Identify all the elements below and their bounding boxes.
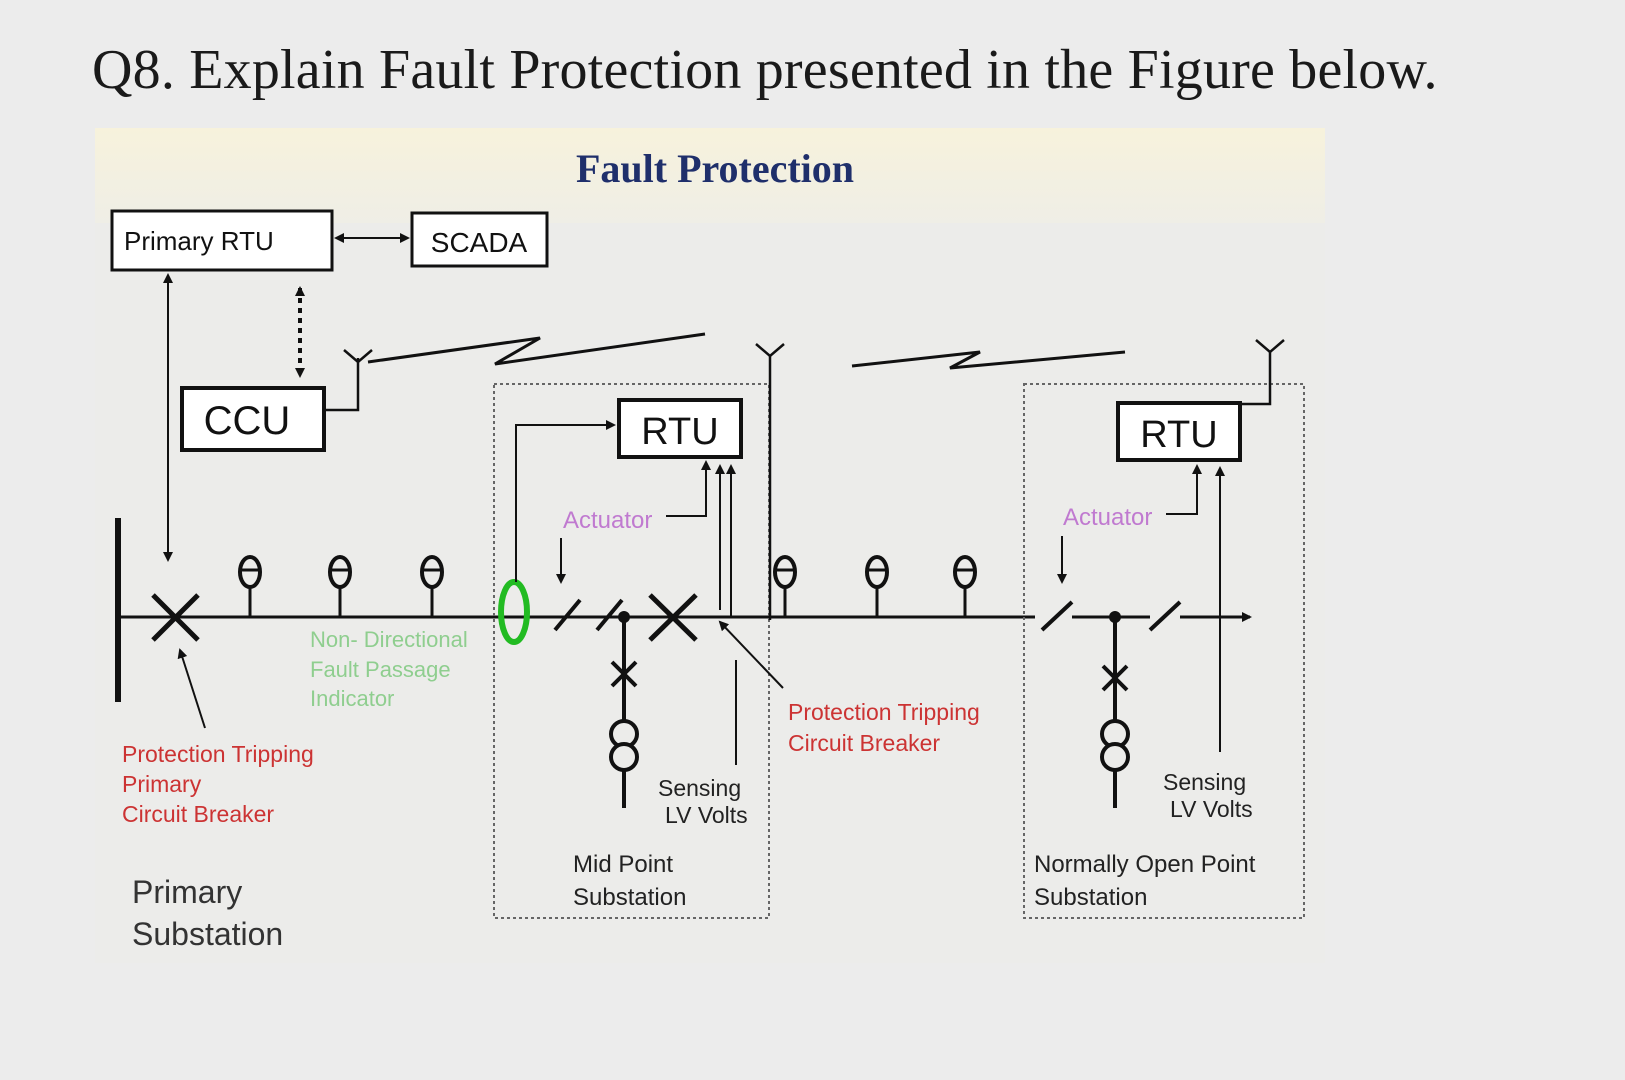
primary-substation-label: Primary Substation (132, 874, 283, 952)
svg-text:Fault Passage: Fault Passage (310, 657, 451, 682)
scada-label: SCADA (431, 227, 528, 258)
nop-rtu-antenna (1240, 339, 1285, 406)
mid-breaker-pointer (718, 620, 784, 689)
radio-link-left (367, 332, 706, 366)
mid-transformer (609, 617, 639, 808)
mid-rtu-label: RTU (641, 411, 718, 453)
svg-text:Sensing: Sensing (658, 775, 741, 801)
mid-circuit-breaker (648, 593, 698, 642)
primary-breaker-label: Protection Tripping Primary Circuit Brea… (122, 741, 314, 827)
nop-sensing-label: Sensing LV Volts (1163, 769, 1253, 822)
primary-breaker-pointer (177, 648, 206, 729)
radio-link-right (851, 350, 1126, 370)
nop-rtu-label: RTU (1140, 414, 1217, 456)
ptcb-label: Protection Tripping Circuit Breaker (788, 699, 980, 756)
scada-box: SCADA (410, 211, 549, 268)
svg-text:Circuit Breaker: Circuit Breaker (122, 801, 274, 827)
mid-substation-label: Mid Point Substation (573, 851, 686, 911)
load-symbols-left (238, 555, 444, 617)
svg-text:Mid Point: Mid Point (573, 851, 673, 878)
svg-text:Protection Tripping: Protection Tripping (788, 699, 980, 725)
primary-rtu-label: Primary RTU (124, 226, 274, 256)
nop-switch-left (1040, 600, 1074, 632)
fault-passage-indicator-ring (498, 579, 530, 645)
svg-text:LV Volts: LV Volts (1170, 796, 1253, 822)
svg-text:Primary: Primary (132, 874, 242, 910)
mid-sensing-label: Sensing LV Volts (658, 775, 748, 828)
svg-text:Circuit Breaker: Circuit Breaker (788, 730, 940, 756)
svg-text:Substation: Substation (132, 916, 283, 952)
mid-actuator-link (666, 460, 711, 517)
ccu-label: CCU (204, 399, 291, 443)
svg-text:LV Volts: LV Volts (665, 802, 748, 828)
mid-point-substation-boundary (493, 383, 770, 919)
nop-actuator-link (1166, 464, 1202, 515)
question-text: Q8. Explain Fault Protection presented i… (92, 39, 1438, 101)
svg-text:Substation: Substation (1034, 884, 1147, 911)
nop-substation-boundary (1023, 383, 1305, 919)
svg-text:Protection Tripping: Protection Tripping (122, 741, 314, 767)
mid-rtu-feed-arrow (515, 420, 616, 582)
load-symbols-right (773, 555, 977, 617)
svg-text:Substation: Substation (573, 884, 686, 911)
figure-panel-header (95, 128, 1325, 223)
mid-actuator-label: Actuator (563, 507, 652, 534)
svg-text:Sensing: Sensing (1163, 769, 1246, 795)
nop-transformer (1100, 617, 1130, 808)
fpi-label: Non- Directional Fault Passage Indicator (310, 627, 468, 711)
diagram-title: Fault Protection (576, 146, 854, 191)
mid-switch-2 (595, 598, 624, 632)
mid-rtu-antenna (755, 343, 785, 620)
primary-rtu-box: Primary RTU (110, 209, 334, 272)
nop-substation-label: Normally Open Point Substation (1034, 851, 1256, 911)
mid-rtu-box: RTU (617, 398, 743, 459)
svg-text:Normally Open Point: Normally Open Point (1034, 851, 1256, 878)
ccu-antenna (324, 349, 373, 412)
mid-rtu-sensing-lines (715, 464, 737, 765)
mid-switch (553, 598, 582, 632)
ccu-box: CCU (180, 386, 326, 452)
nop-actuator-label: Actuator (1063, 504, 1152, 531)
svg-text:Primary: Primary (122, 771, 202, 797)
nop-rtu-box: RTU (1116, 401, 1242, 462)
svg-text:Indicator: Indicator (310, 686, 394, 711)
nop-switch-right (1148, 600, 1182, 632)
primary-circuit-breaker (151, 593, 200, 642)
svg-text:Non- Directional: Non- Directional (310, 627, 468, 652)
